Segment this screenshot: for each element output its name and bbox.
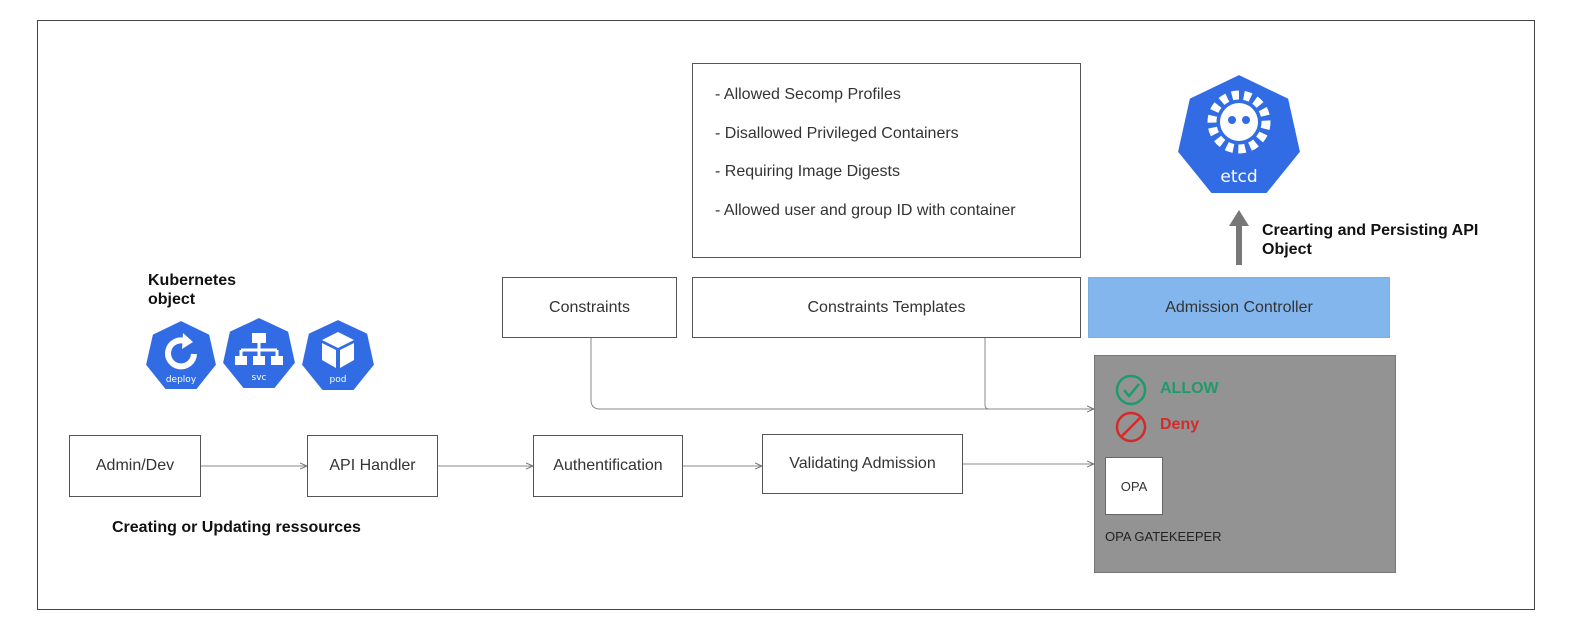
- admin-dev-box: Admin/Dev: [69, 435, 201, 497]
- allow-label: ALLOW: [1160, 380, 1219, 397]
- deny-label: Deny: [1160, 416, 1200, 433]
- svg-text:pod: pod: [330, 375, 347, 385]
- arrow-templates-to-gatekeeper: [984, 338, 990, 410]
- rule-item: - Allowed Secomp Profiles: [715, 86, 901, 103]
- opa-gatekeeper-title: OPA GATEKEEPER: [1105, 529, 1222, 544]
- opa-gatekeeper-panel: ALLOW Deny OPA OPA GATEKEEPER: [1094, 355, 1396, 573]
- svc-icon: svc: [220, 315, 298, 397]
- policy-rules-box: - Allowed Secomp Profiles - Disallowed P…: [692, 63, 1081, 258]
- svg-text:deploy: deploy: [166, 375, 197, 385]
- admission-controller-box: Admission Controller: [1088, 277, 1390, 338]
- authentification-box: Authentification: [533, 435, 683, 497]
- admission-controller-label: Admission Controller: [1165, 298, 1313, 316]
- rule-item: - Allowed user and group ID with contain…: [715, 201, 1016, 219]
- api-handler-label: API Handler: [329, 457, 416, 474]
- deny-icon: [1115, 411, 1147, 448]
- rule-item: - Requiring Image Digests: [715, 163, 900, 180]
- constraints-templates-label: Constraints Templates: [807, 298, 966, 316]
- arrow-constraints-to-gatekeeper: [590, 338, 1094, 409]
- flow-caption: Creating or Updating ressources: [112, 519, 361, 536]
- etcd-icon: etcd: [1174, 72, 1304, 205]
- constraints-label: Constraints: [549, 298, 630, 316]
- persist-label: Crearting and Persisting API Object: [1262, 222, 1479, 258]
- opa-label: OPA: [1120, 478, 1148, 494]
- admin-dev-label: Admin/Dev: [95, 457, 175, 474]
- kubernetes-object-label: Kubernetes object: [148, 272, 237, 308]
- authentification-label: Authentification: [553, 457, 663, 474]
- svg-text:svc: svc: [252, 373, 267, 383]
- svg-text:etcd: etcd: [1220, 167, 1257, 187]
- validating-admission-label: Validating Admission: [789, 455, 936, 472]
- allow-check-icon: [1115, 374, 1147, 411]
- validating-admission-box: Validating Admission: [762, 434, 963, 494]
- constraints-box: Constraints: [502, 277, 677, 338]
- diagram-frame: [37, 20, 1535, 610]
- api-handler-box: API Handler: [307, 435, 438, 497]
- opa-box: OPA: [1105, 457, 1163, 515]
- constraints-templates-box: Constraints Templates: [692, 277, 1081, 338]
- rule-item: - Disallowed Privileged Containers: [715, 124, 959, 142]
- pod-icon: pod: [299, 317, 377, 399]
- deploy-icon: deploy: [143, 318, 219, 398]
- arrow-to-etcd-head: [1229, 210, 1249, 226]
